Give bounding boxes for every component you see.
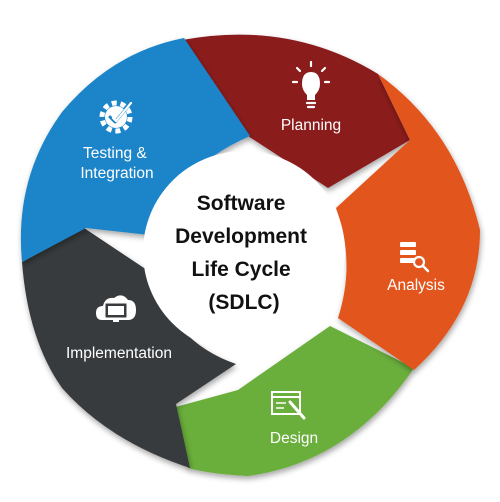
server-search-icon: [400, 242, 430, 273]
planning-label: Planning: [281, 117, 341, 134]
segment-label-implementation: Implementation: [66, 345, 172, 362]
segment-testing-integration: [20, 38, 250, 262]
center-circle: [143, 151, 345, 353]
center-line-4: (SDLC): [208, 291, 279, 314]
center-line-3: Life Cycle: [191, 258, 290, 281]
segment-label-analysis: Analysis: [387, 277, 445, 294]
segment-analysis: [336, 74, 480, 370]
segment-planning: [182, 34, 410, 188]
testing-label-line-1: Testing &: [83, 145, 147, 162]
segment-implementation: [22, 228, 236, 468]
design-label: Design: [270, 430, 318, 447]
testing-label-line-2: Integration: [80, 165, 153, 182]
segment-label-testing: Testing & Integration: [80, 145, 153, 182]
center-title: Software Development Life Cycle (SDLC): [175, 192, 313, 314]
center-line-1: Software: [197, 192, 286, 215]
implementation-label: Implementation: [66, 345, 172, 362]
segment-design: [172, 326, 414, 476]
segment-label-design: Design: [270, 430, 318, 447]
cloud-monitor-icon: [96, 295, 136, 322]
segment-label-planning: Planning: [281, 117, 341, 134]
gear-check-icon: [99, 100, 133, 134]
center-line-2: Development: [175, 225, 307, 248]
lightbulb-icon: [291, 60, 331, 109]
design-document-icon: [271, 391, 306, 420]
analysis-label: Analysis: [387, 277, 445, 294]
